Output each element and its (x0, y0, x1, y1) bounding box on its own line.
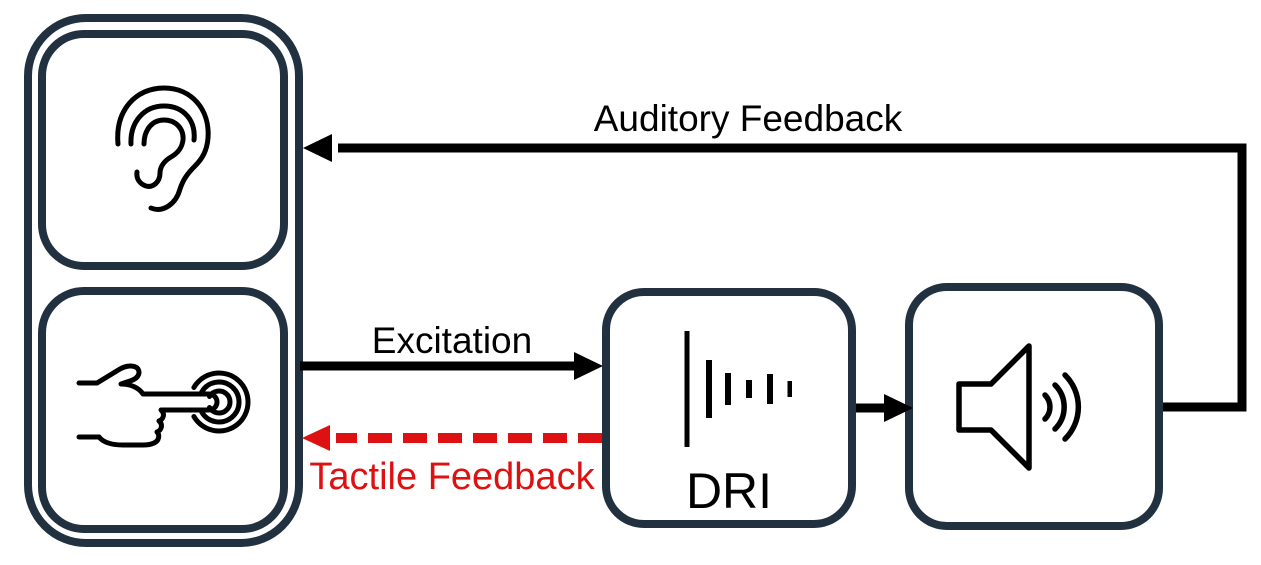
touch-icon (76, 363, 251, 448)
impulse-response-icon (684, 331, 792, 447)
dri-box: DRI (602, 288, 856, 528)
auditory-arrowhead (303, 134, 332, 162)
ear-icon (115, 85, 211, 212)
tactile-feedback-arrow (302, 425, 602, 451)
speaker-box (905, 283, 1163, 530)
dri-label: DRI (685, 463, 773, 519)
auditory-feedback-label: Auditory Feedback (593, 98, 903, 139)
touch-box (38, 287, 288, 533)
tactile-arrowhead (302, 425, 330, 451)
tactile-feedback-label: Tactile Feedback (309, 456, 595, 498)
ear-box (38, 30, 288, 270)
speaker-icon (956, 342, 1082, 471)
excitation-label: Excitation (371, 320, 533, 361)
